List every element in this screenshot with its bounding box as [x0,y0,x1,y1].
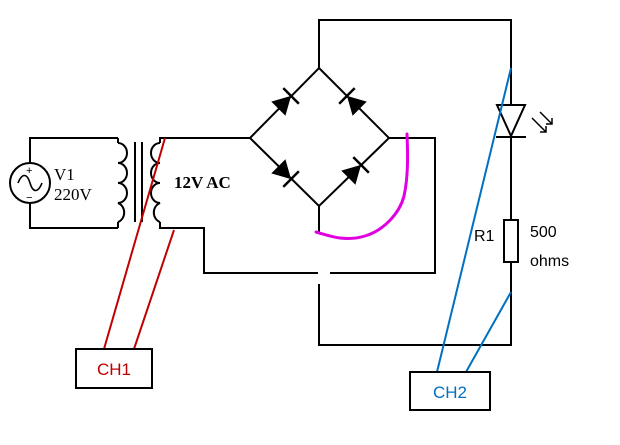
load-wiring [318,19,512,346]
probe-ch1-box: CH1 [75,348,153,389]
source-name-label: V1 [54,165,75,184]
light-emission-icon [531,111,553,133]
ch1-lead-2 [133,229,175,350]
source-plus-sign: + [26,165,32,177]
bridge-rectifier [248,66,391,208]
ac-source-v1: + − V1 220V [9,162,93,204]
led [495,104,553,139]
probe-ch2-label: CH2 [433,383,467,402]
diode-lower-left [271,159,300,188]
secondary-coil [150,142,161,223]
probe-ch1-label: CH1 [97,360,131,379]
primary-top-wire [29,137,118,163]
bridge-diamond [248,66,391,208]
diode-upper-left [271,87,300,116]
secondary-top-wire [159,137,250,143]
diode-upper-right [338,87,367,116]
resistor-unit-label: ohms [530,253,569,270]
return-wire [318,262,512,346]
probe-ch1-leads [103,137,175,350]
resistor-body [503,219,519,263]
secondary-wiring [159,137,318,274]
probe-ch2-box: CH2 [409,371,491,411]
ch1-lead-1 [103,137,166,350]
source-minus-sign: − [26,192,32,204]
resistor-name-label: R1 [474,228,495,245]
primary-coil [117,142,128,223]
probe-ch2-leads [436,67,512,373]
top-output-wire [318,19,512,105]
magenta-annotation-stroke [314,132,410,240]
sine-wave-icon [17,174,43,192]
right-node-wire [330,137,436,274]
secondary-voltage-label: 12V AC [174,173,231,192]
primary-bottom-wire [29,203,118,229]
secondary-bottom-wire [159,222,318,274]
led-triangle [495,104,527,139]
ch2-lead-1 [436,67,512,373]
diode-lower-right [341,156,370,185]
resistor-r1: R1 500 ohms [474,219,569,270]
resistor-value-label: 500 [530,224,557,241]
transformer [117,142,161,223]
source-voltage-label: 220V [54,185,93,204]
ch2-lead-2 [465,291,512,373]
